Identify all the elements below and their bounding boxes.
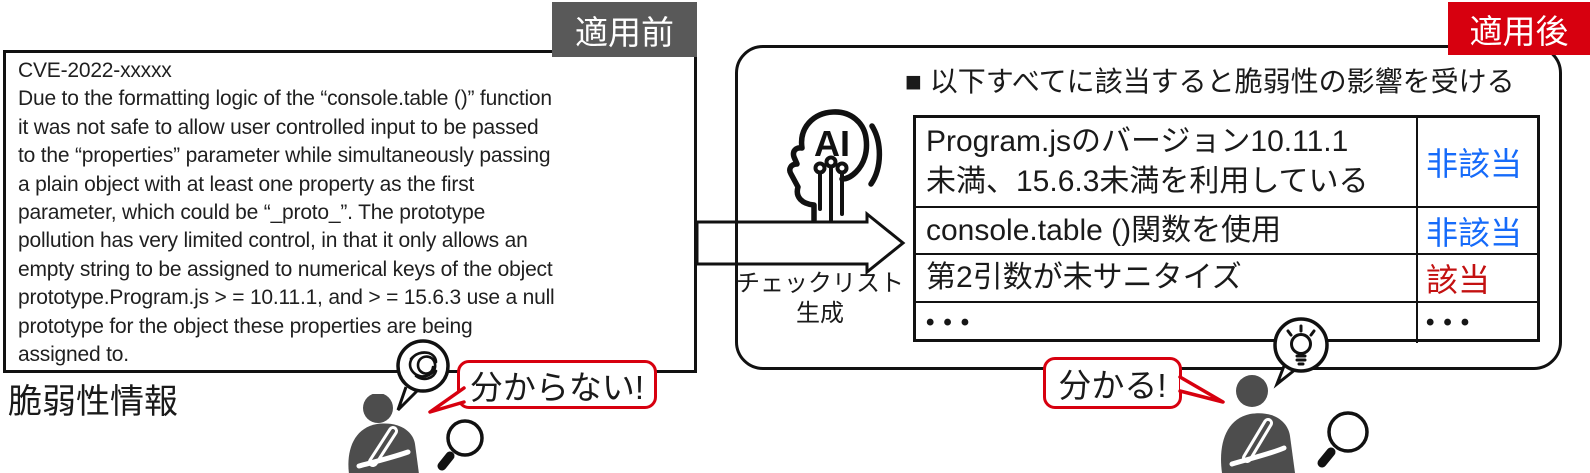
- checklist-row: Program.jsのバージョン10.11.1 未満、15.6.3未満を利用して…: [916, 118, 1537, 206]
- transform-arrow-icon: [695, 210, 906, 276]
- checklist-header: ■ 以下すべてに該当すると脆弱性の影響を受ける: [905, 66, 1515, 97]
- checklist-status-cell: •••: [1416, 303, 1537, 343]
- checklist-table: Program.jsのバージョン10.11.1 未満、15.6.3未満を利用して…: [913, 115, 1540, 343]
- speech-tail: [1178, 375, 1225, 404]
- confusion-thought-bubble-icon: [396, 339, 450, 412]
- cve-description: CVE-2022-xxxxx Due to the formatting log…: [18, 59, 555, 367]
- checklist-item-cell: Program.jsのバージョン10.11.1 未満、15.6.3未満を利用して…: [926, 125, 1369, 198]
- dont-understand-bubble: 分からない!: [457, 360, 657, 409]
- checklist-status-cell: 該当: [1416, 255, 1537, 301]
- vulnerability-text-box: CVE-2022-xxxxx Due to the formatting log…: [3, 50, 697, 373]
- person-icon: [348, 394, 419, 473]
- speech-tail: [428, 386, 466, 414]
- understand-bubble: 分かる!: [1043, 357, 1182, 409]
- after-tag: 適用後: [1448, 2, 1590, 55]
- magnifier-icon: [437, 419, 484, 471]
- checklist-row: ••• •••: [916, 301, 1537, 343]
- checklist-item-cell: console.table ()関数を使用: [926, 213, 1282, 247]
- checklist-row: console.table ()関数を使用 非該当: [916, 206, 1537, 253]
- checklist-generation-label: チェックリスト 生成: [736, 270, 904, 327]
- checklist-item-cell: •••: [926, 309, 979, 336]
- idea-thought-bubble-icon: [1273, 317, 1329, 389]
- before-tag: 適用前: [552, 2, 697, 57]
- checklist-item-cell: 第2引数が未サニタイズ: [926, 261, 1242, 294]
- magnifier-icon: [1317, 411, 1369, 468]
- vulnerability-caption: 脆弱性情報: [8, 383, 178, 421]
- checklist-status-cell: 非該当: [1416, 118, 1537, 206]
- checklist-status-cell: 非該当: [1416, 208, 1537, 253]
- ai-head-icon: AI: [787, 109, 883, 223]
- checklist-row: 第2引数が未サニタイズ 該当: [916, 253, 1537, 301]
- person-icon: [1221, 375, 1295, 473]
